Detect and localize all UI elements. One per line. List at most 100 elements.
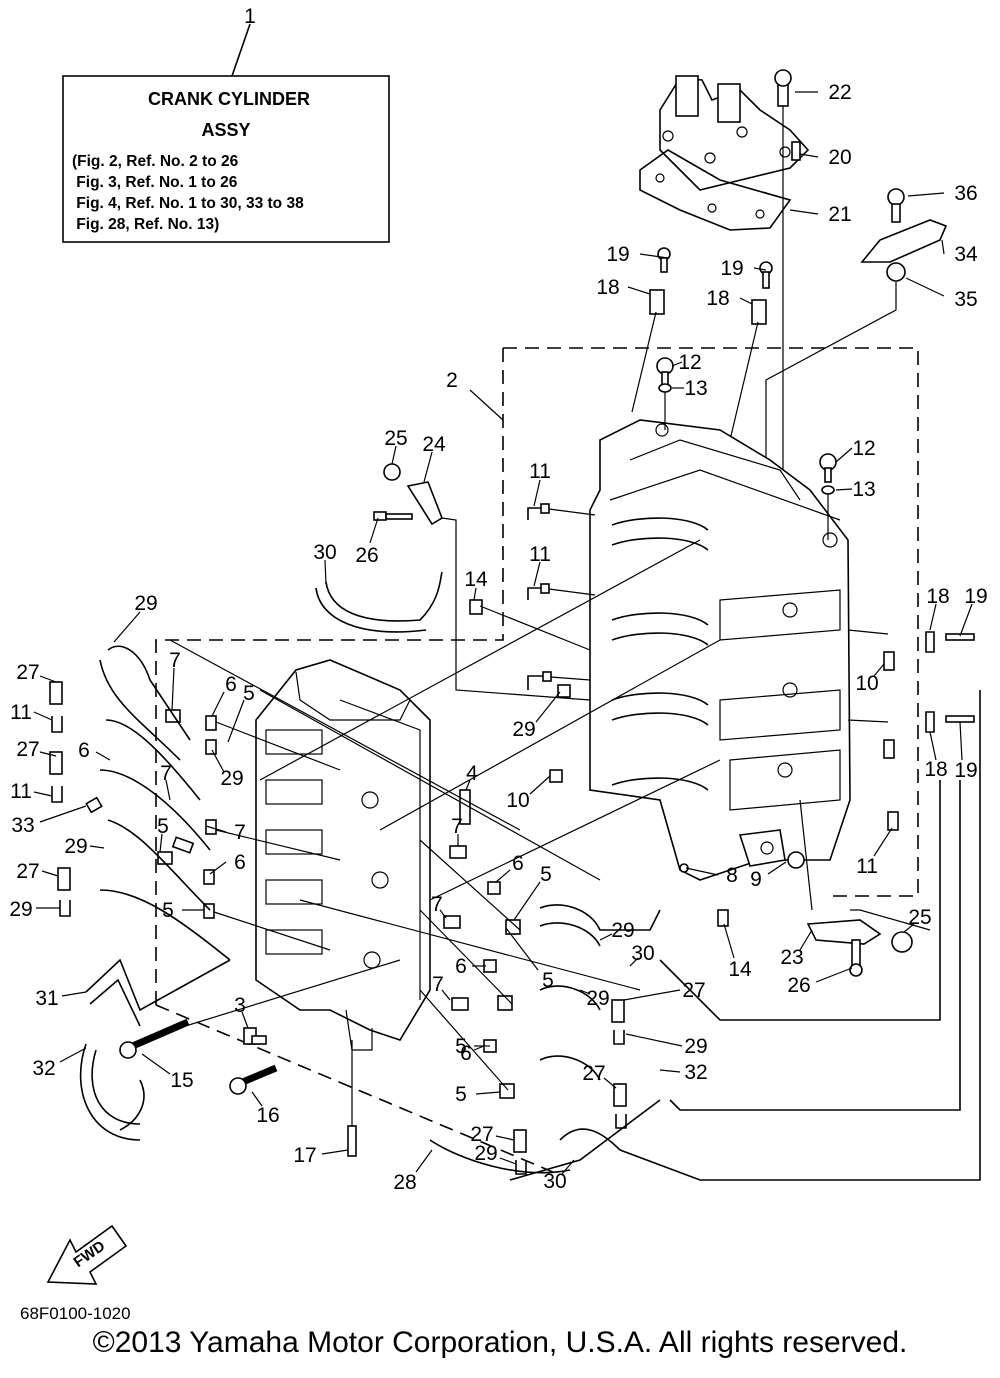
callout-number: 18 xyxy=(706,287,729,310)
callout-number: 5 xyxy=(542,969,554,992)
callout-number: 6 xyxy=(234,851,246,874)
callout-number: 30 xyxy=(631,942,654,965)
callout-number: 8 xyxy=(726,864,738,887)
callout-leader xyxy=(324,559,327,585)
callout-number: 18 xyxy=(926,585,949,608)
callout-number: 12 xyxy=(678,351,701,374)
callout-leader xyxy=(739,297,753,305)
callout-number: 7 xyxy=(234,821,246,844)
callout-leader xyxy=(469,389,504,421)
brackets-18-19 xyxy=(631,247,773,441)
callout-leader xyxy=(159,833,163,853)
callout-leader xyxy=(685,867,719,876)
callout-leader xyxy=(439,909,447,919)
callout-leader xyxy=(905,277,945,297)
bracket-24 xyxy=(373,463,591,701)
callout-leader xyxy=(95,751,111,761)
title-box-note-1: (Fig. 2, Ref. No. 2 to 26 xyxy=(72,153,239,170)
callout-number: 25 xyxy=(908,906,931,929)
callout-number: 16 xyxy=(256,1104,279,1127)
callout-number: 27 xyxy=(582,1062,605,1085)
callout-leader xyxy=(39,805,87,823)
callout-leader xyxy=(141,1053,171,1075)
callout-leader xyxy=(561,1159,575,1175)
callout-leader xyxy=(211,691,225,717)
callout-number: 5 xyxy=(157,815,169,838)
callout-leader xyxy=(659,1069,681,1073)
small-parts xyxy=(85,599,729,927)
callout-number: 6 xyxy=(512,852,524,875)
callout-number: 11 xyxy=(10,780,32,803)
callout-leader xyxy=(529,775,551,795)
callout-leader xyxy=(41,870,59,877)
callout-number: 9 xyxy=(750,868,762,891)
callout-number: 11 xyxy=(856,855,878,878)
callout-leader xyxy=(227,699,245,743)
callout-number: 29 xyxy=(611,919,634,942)
callout-number: 20 xyxy=(828,146,851,169)
callout-leader xyxy=(753,267,767,271)
callout-leader xyxy=(535,691,561,723)
callout-leader xyxy=(627,286,651,295)
callout-leader xyxy=(499,1157,517,1165)
callout-leader xyxy=(835,447,853,463)
title-box-note-2: Fig. 3, Ref. No. 1 to 26 xyxy=(72,174,238,191)
callout-leader xyxy=(39,675,57,683)
callout-number: 31 xyxy=(35,987,58,1010)
callout-leader xyxy=(423,451,433,483)
callout-number: 7 xyxy=(431,893,443,916)
callout-leader xyxy=(799,153,819,158)
callout-number: 29 xyxy=(586,987,609,1010)
callout-leader xyxy=(33,711,53,721)
title-box-note-3: Fig. 4, Ref. No. 1 to 30, 33 to 38 xyxy=(72,195,304,212)
bracket-34 xyxy=(765,188,948,470)
callout-leader xyxy=(513,881,541,921)
callout-leader xyxy=(61,991,87,997)
callout-number: 29 xyxy=(220,767,243,790)
callout-number: 14 xyxy=(728,958,752,981)
callout-number: 25 xyxy=(384,427,407,450)
callout-leader xyxy=(251,1091,263,1107)
callout-leader xyxy=(211,749,225,773)
copyright-notice: ©2013 Yamaha Motor Corporation, U.S.A. A… xyxy=(92,1326,908,1359)
callout-number: 7 xyxy=(160,762,172,785)
fwd-arrow: FWD xyxy=(46,1224,128,1285)
callout-leader xyxy=(815,967,853,983)
callout-leader xyxy=(723,923,735,959)
callout-number: 15 xyxy=(170,1069,193,1092)
callout-leader xyxy=(171,667,175,711)
callout-number: 5 xyxy=(455,1035,467,1058)
callout-leader xyxy=(369,517,379,544)
callout-number: 30 xyxy=(313,541,336,564)
callout-leader xyxy=(59,1047,87,1063)
callout-number: 33 xyxy=(11,814,34,837)
callout-number: 29 xyxy=(684,1035,707,1058)
callout-leader xyxy=(33,791,53,797)
callout-leader xyxy=(929,731,937,761)
callout-leader xyxy=(799,929,813,951)
callout-number: 14 xyxy=(464,568,488,591)
fittings-left xyxy=(157,709,341,951)
callout-leader xyxy=(415,1149,433,1173)
callout-leader xyxy=(625,1033,683,1047)
callout-number: 29 xyxy=(64,835,87,858)
assembly-outlines xyxy=(155,347,919,1176)
crankcase-left xyxy=(255,659,431,1051)
callout-number: 3 xyxy=(234,994,246,1017)
callout-number: 29 xyxy=(134,592,157,615)
callout-number: 5 xyxy=(162,899,174,922)
exhaust-cover-assembly xyxy=(639,69,810,470)
callout-leader xyxy=(959,721,963,761)
callout-number: 11 xyxy=(529,460,551,483)
callout-leader xyxy=(113,611,141,643)
callout-leader xyxy=(89,845,105,849)
callout-number: 28 xyxy=(393,1171,416,1194)
callout-number: 6 xyxy=(78,739,90,762)
callout-number: 18 xyxy=(596,276,619,299)
callout-number: 6 xyxy=(225,673,237,696)
callout-number: 17 xyxy=(293,1144,316,1167)
callout-number: 30 xyxy=(543,1170,566,1193)
callout-number: 5 xyxy=(455,1083,467,1106)
callout-number: 27 xyxy=(16,661,39,684)
